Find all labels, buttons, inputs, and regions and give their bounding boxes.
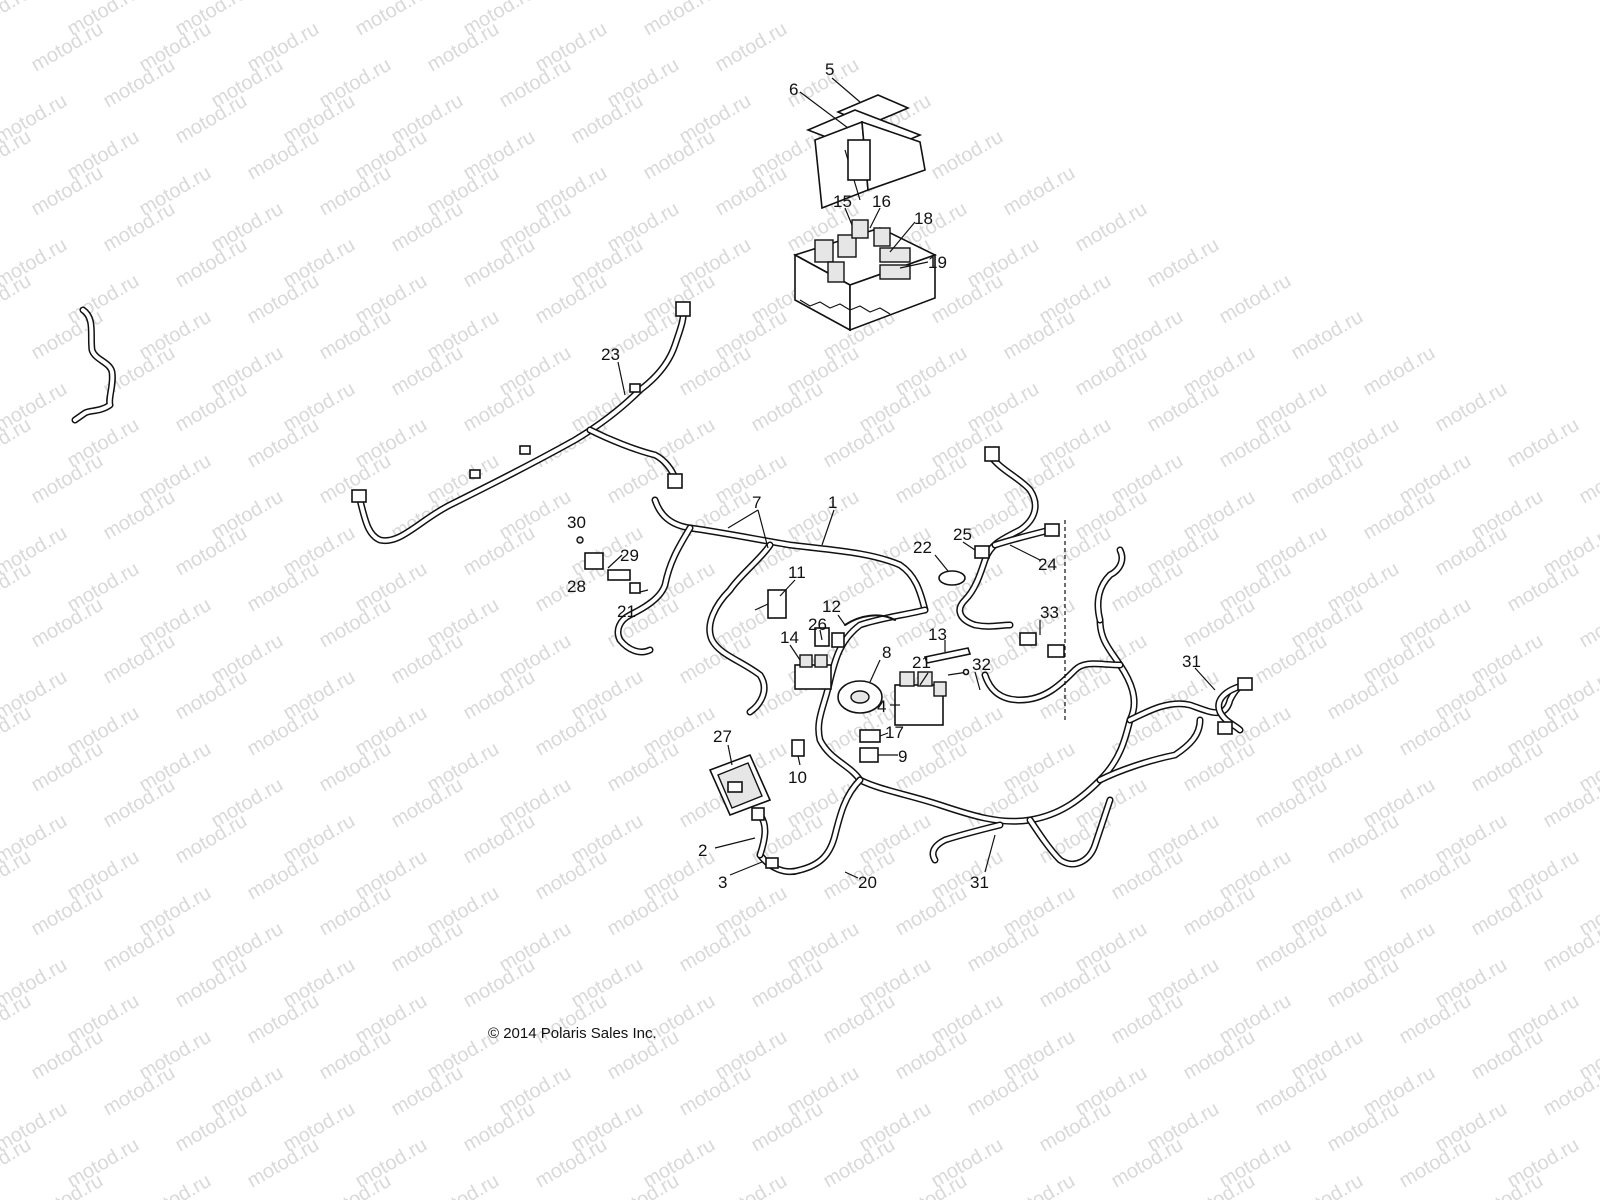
watermark-text: motod.ru xyxy=(712,1170,791,1200)
relay-fuse-block xyxy=(792,219,938,332)
harness-23 xyxy=(71,301,691,545)
callout-30: 30 xyxy=(567,513,586,532)
callout-3: 3 xyxy=(718,873,727,892)
watermark-text: motod.ru xyxy=(1288,306,1367,365)
callout-7: 7 xyxy=(752,493,761,512)
callout-22: 22 xyxy=(913,538,932,557)
callout-6: 6 xyxy=(789,80,798,99)
watermark-text: motod.ru xyxy=(0,0,35,40)
callout-32: 32 xyxy=(972,655,991,674)
callout-18: 18 xyxy=(914,209,933,228)
callout-12: 12 xyxy=(822,597,841,616)
callout-23: 23 xyxy=(601,345,620,364)
callout-31: 31 xyxy=(1182,652,1201,671)
harness-24 xyxy=(956,446,1066,720)
watermark-text: motod.ru xyxy=(1360,342,1439,401)
callout-27: 27 xyxy=(713,727,732,746)
watermark-text: motod.ru xyxy=(1576,594,1600,653)
callout-4: 4 xyxy=(877,697,886,716)
callout-31b: 31 xyxy=(970,873,989,892)
callout-11: 11 xyxy=(788,563,806,582)
watermark-text: motod.ru xyxy=(568,0,647,4)
watermark-text: motod.ru xyxy=(136,1170,215,1200)
watermark-text: motod.ru xyxy=(352,0,431,40)
connector-33 xyxy=(1019,632,1065,658)
callout-8: 8 xyxy=(882,643,891,662)
callout-17: 17 xyxy=(885,723,904,742)
callout-29: 29 xyxy=(620,546,639,565)
harness-2-3-20 xyxy=(751,807,779,869)
callout-19: 19 xyxy=(928,253,947,272)
watermark-text: motod.ru xyxy=(280,0,359,4)
relay-block-21-4 xyxy=(894,671,947,726)
callout-labels: 5 6 15 16 18 19 23 7 1 30 29 28 21 11 22… xyxy=(567,60,1201,892)
callout-1: 1 xyxy=(828,493,837,512)
connector-28-29 xyxy=(584,552,641,594)
connector-17 xyxy=(859,729,881,743)
watermark-text: motod.ru xyxy=(1540,774,1600,833)
watermark-text: motod.ru xyxy=(1288,1170,1367,1200)
watermark-text: motod.ru xyxy=(1144,234,1223,293)
ecu-module-27 xyxy=(708,753,772,817)
watermark-text: motod.ru xyxy=(640,0,719,40)
relay-pack-14 xyxy=(794,654,832,690)
connector-9 xyxy=(859,747,879,763)
callout-21: 21 xyxy=(617,602,636,621)
watermark-text: motod.ru xyxy=(1504,414,1583,473)
callout-13: 13 xyxy=(928,625,947,644)
callout-10: 10 xyxy=(788,768,807,787)
watermark-text: motod.ru xyxy=(712,18,791,77)
callout-28: 28 xyxy=(567,577,586,596)
watermark-text: motod.ru xyxy=(1576,450,1600,509)
callout-15: 15 xyxy=(833,192,852,211)
callout-20: 20 xyxy=(858,873,877,892)
watermark-text: motod.ru xyxy=(1540,918,1600,977)
pulley-8 xyxy=(837,680,883,714)
screw-32 xyxy=(947,668,970,676)
connector-13 xyxy=(923,647,972,664)
callout-24: 24 xyxy=(1038,555,1057,574)
watermark-text: motod.ru xyxy=(1540,1062,1600,1121)
callout-9: 9 xyxy=(898,747,907,766)
callout-21b: 21 xyxy=(912,653,931,672)
watermark-text: motod.ru xyxy=(1432,378,1511,437)
watermark-text: motod.ru xyxy=(424,1170,503,1200)
bracket-11 xyxy=(754,589,787,619)
callout-16: 16 xyxy=(872,192,891,211)
callout-33: 33 xyxy=(1040,603,1059,622)
watermark-text: motod.ru xyxy=(1576,1170,1600,1200)
watermark-text: motod.ru xyxy=(1000,162,1079,221)
watermark-text: motod.ru xyxy=(928,126,1007,185)
copyright-notice: © 2014 Polaris Sales Inc. xyxy=(488,1025,657,1042)
watermark-text: motod.ru xyxy=(1000,1170,1079,1200)
clip-12 xyxy=(844,614,896,626)
callout-26: 26 xyxy=(808,615,827,634)
harness-31-right xyxy=(1215,677,1253,735)
fuse-box-cover xyxy=(805,94,926,210)
callout-5: 5 xyxy=(825,60,834,79)
callout-2: 2 xyxy=(698,841,707,860)
grommet-30 xyxy=(576,536,584,544)
leader-lines xyxy=(607,77,1216,879)
watermark-text: motod.ru xyxy=(1072,198,1151,257)
watermark-text: motod.ru xyxy=(1216,270,1295,329)
callout-14: 14 xyxy=(780,628,799,647)
ring-22 xyxy=(938,570,966,586)
callout-25: 25 xyxy=(953,525,972,544)
connector-25 xyxy=(974,545,990,559)
connector-10 xyxy=(791,739,805,757)
